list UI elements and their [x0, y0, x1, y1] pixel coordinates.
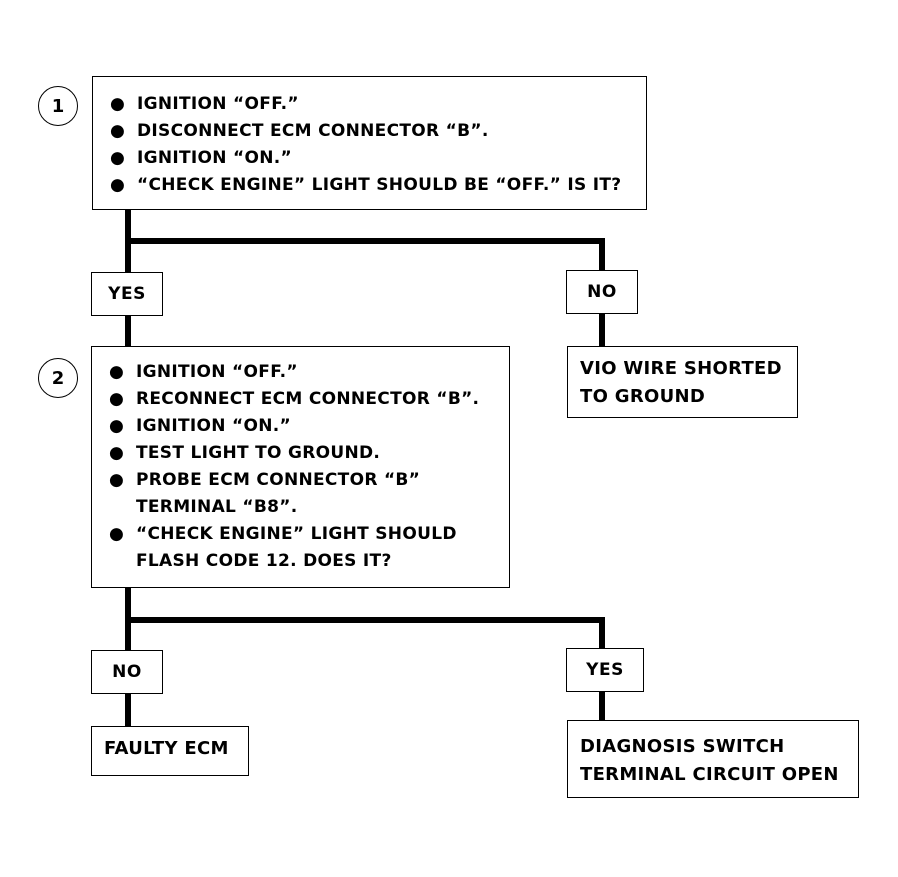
step2-item: ●IGNITION “ON.” — [106, 413, 501, 440]
bullet-icon: ● — [109, 416, 125, 436]
bullet-icon: ● — [110, 175, 126, 195]
step2-number: 2 — [51, 367, 65, 389]
result-faulty-ecm: FAULTY ECM — [91, 726, 249, 776]
step1-item: ●“CHECK ENGINE” LIGHT SHOULD BE “OFF.” I… — [107, 172, 638, 199]
step2-item: ●RECONNECT ECM CONNECTOR “B”. — [106, 386, 501, 413]
branch2-yes-label: YES — [566, 648, 644, 692]
step1-item: ●DISCONNECT ECM CONNECTOR “B”. — [107, 118, 638, 145]
bullet-icon: ● — [110, 148, 126, 168]
step2-item: ●TEST LIGHT TO GROUND. — [106, 440, 501, 467]
step2-number-circle: 2 — [38, 358, 78, 398]
result-diagnosis-switch-open: DIAGNOSIS SWITCH TERMINAL CIRCUIT OPEN — [567, 720, 859, 798]
step1-box: ●IGNITION “OFF.” ●DISCONNECT ECM CONNECT… — [92, 76, 647, 210]
bullet-icon: ● — [109, 443, 125, 463]
step2-item: ●IGNITION “OFF.” — [106, 359, 501, 386]
bullet-icon: ● — [110, 121, 126, 141]
step1-item: ●IGNITION “OFF.” — [107, 91, 638, 118]
bullet-icon: ● — [110, 94, 126, 114]
bullet-icon: ● — [109, 389, 125, 409]
step2-box: ●IGNITION “OFF.” ●RECONNECT ECM CONNECTO… — [91, 346, 510, 588]
bullet-icon: ● — [109, 470, 125, 490]
step2-item: ●“CHECK ENGINE” LIGHT SHOULD FLASH CODE … — [106, 521, 501, 575]
bullet-icon: ● — [109, 362, 125, 382]
step1-number-circle: 1 — [38, 86, 78, 126]
bullet-icon: ● — [109, 524, 125, 544]
branch2-no-label: NO — [91, 650, 163, 694]
step1-number: 1 — [51, 95, 65, 117]
step1-item: ●IGNITION “ON.” — [107, 145, 638, 172]
step2-item: ●PROBE ECM CONNECTOR “B” TERMINAL “B8”. — [106, 467, 501, 521]
result-vio-wire-shorted: VIO WIRE SHORTED TO GROUND — [567, 346, 798, 418]
branch1-yes-label: YES — [91, 272, 163, 316]
step2-list: ●IGNITION “OFF.” ●RECONNECT ECM CONNECTO… — [106, 359, 501, 575]
branch1-no-label: NO — [566, 270, 638, 314]
step1-list: ●IGNITION “OFF.” ●DISCONNECT ECM CONNECT… — [107, 91, 638, 199]
